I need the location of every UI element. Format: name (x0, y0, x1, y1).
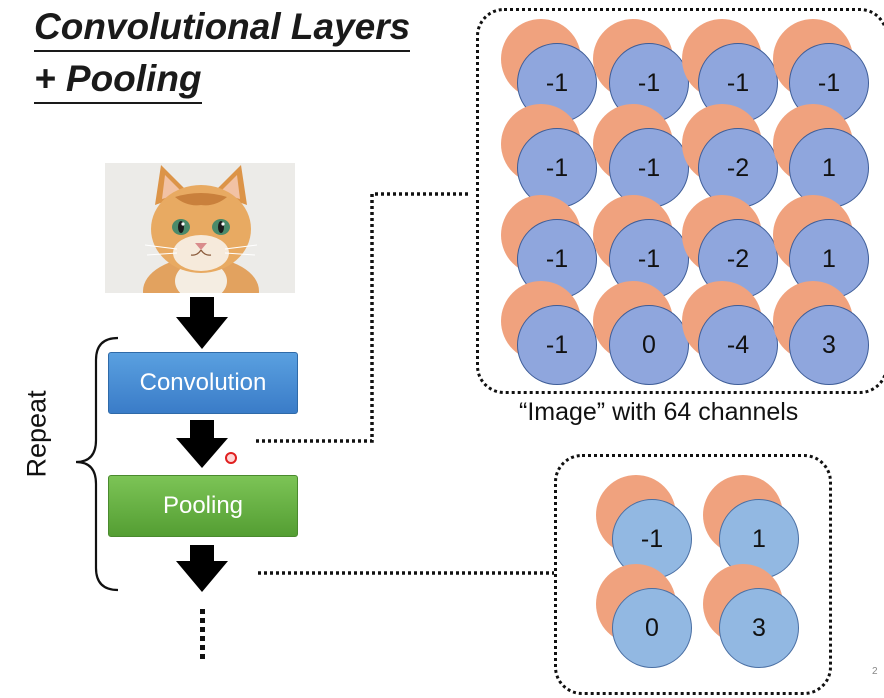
feature-value: 0 (609, 305, 689, 385)
feature-cell: -1 (682, 19, 778, 123)
feature-value: 1 (789, 128, 869, 208)
feature-value: 3 (789, 305, 869, 385)
repeat-label: Repeat (21, 390, 52, 478)
feature-cell: 1 (773, 195, 869, 299)
repeat-brace (75, 336, 119, 592)
feature-cell: 3 (773, 281, 869, 385)
pooled-cell: 0 (596, 564, 692, 668)
laser-pointer-icon (225, 452, 237, 464)
feature-cell: -1 (501, 281, 597, 385)
title-line-2: + Pooling (34, 59, 202, 104)
title-line-1: Convolutional Layers (34, 7, 411, 52)
feature-cell: 0 (593, 281, 689, 385)
pooled-cell: 3 (703, 564, 799, 668)
pooled-value: 3 (719, 588, 799, 668)
feature-cell: -2 (682, 104, 778, 208)
feature-cell: -1 (501, 104, 597, 208)
feature-value: -4 (698, 305, 778, 385)
down-arrow-1 (176, 297, 228, 349)
feature-value: -2 (698, 128, 778, 208)
pooled-cell: -1 (596, 475, 692, 579)
pooled-feature-map: -1 1 0 3 (554, 454, 832, 695)
down-arrow-2 (176, 420, 228, 468)
feature-value: -1 (609, 128, 689, 208)
ellipsis-dots (200, 609, 205, 659)
pooled-value: -1 (612, 499, 692, 579)
convolution-box: Convolution (108, 352, 298, 414)
pooled-value: 0 (612, 588, 692, 668)
page-number: 2 (872, 666, 878, 677)
feature-map-64ch: -1 -1 -1 -1 -1 -1 -2 1 -1 -1 -2 1 -1 0 -… (476, 8, 884, 394)
kitten-image (105, 163, 295, 293)
feature-cell: -1 (593, 104, 689, 208)
down-arrow-3 (176, 545, 228, 592)
feature-cell: 1 (773, 104, 869, 208)
feature-cell: -4 (682, 281, 778, 385)
feature-cell: -1 (593, 195, 689, 299)
pooling-box: Pooling (108, 475, 298, 537)
feature-value: -1 (517, 128, 597, 208)
feature-value: -1 (517, 305, 597, 385)
feature-map-caption: “Image” with 64 channels (519, 398, 799, 426)
